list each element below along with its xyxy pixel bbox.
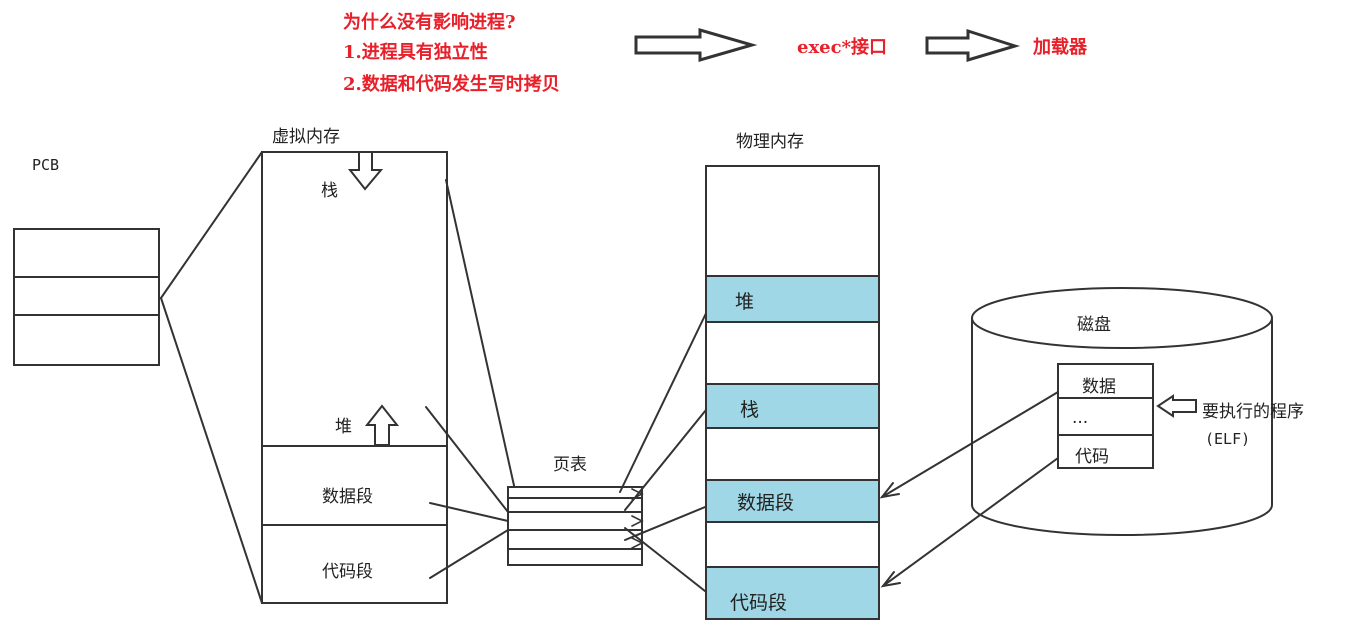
vm-heap-label: 堆 (335, 417, 352, 437)
pt-to-phys-heap-line (619, 304, 711, 493)
vm-code-segment-label: 代码段 (322, 562, 373, 582)
physical-memory-box (705, 165, 880, 620)
pcb-to-vm-line-top (160, 151, 263, 299)
pcb-box (13, 228, 160, 366)
vm-data-segment-label: 数据段 (322, 487, 373, 507)
pt-to-phys-code-line (624, 527, 711, 596)
phys-heap-label: 堆 (735, 291, 755, 313)
page-table-row-arrow-icon (631, 537, 644, 549)
vm-heap-to-pt-line (425, 406, 509, 513)
stack-grow-down-icon (347, 151, 384, 191)
disk-data-load-arrowhead-icon (879, 482, 900, 499)
disk-code-load-arrowhead-icon (880, 571, 901, 588)
pcb-to-vm-line-bottom (160, 297, 263, 604)
elf-format-label: (ELF) (1205, 430, 1251, 448)
heap-grow-up-icon (364, 404, 400, 446)
page-table-title: 页表 (553, 455, 587, 475)
page-table-box (507, 486, 644, 566)
elf-data-label: 数据 (1082, 377, 1116, 397)
disk-code-load-line (882, 457, 1059, 587)
physical-memory-title: 物理内存 (736, 132, 804, 152)
pt-to-phys-stack-line (624, 404, 711, 511)
phys-stack-label: 栈 (740, 399, 760, 421)
disk-data-load-line (881, 391, 1059, 498)
disk-title: 磁盘 (1077, 315, 1111, 335)
page-table-row-arrow-icon (631, 515, 644, 527)
note-reason-copy-on-write: 2.数据和代码发生写时拷贝 (343, 74, 560, 95)
vm-stack-label: 栈 (321, 181, 338, 201)
program-to-run-label: 要执行的程序 (1202, 402, 1304, 422)
exec-arrow-icon (634, 28, 758, 62)
note-question: 为什么没有影响进程? (343, 12, 516, 33)
note-exec-interface: exec*接口 (797, 37, 888, 58)
program-pointer-arrow-icon (1156, 394, 1197, 418)
vm-stack-to-pt-line (445, 179, 516, 491)
vm-code-to-pt-line (429, 529, 509, 579)
note-loader: 加载器 (1033, 37, 1087, 58)
virtual-memory-box (261, 151, 448, 604)
pcb-label: PCB (32, 156, 60, 174)
phys-data-segment-label: 数据段 (737, 492, 795, 514)
pt-to-phys-data-line (624, 504, 711, 541)
note-reason-independence: 1.进程具有独立性 (343, 42, 488, 63)
phys-code-segment-label: 代码段 (730, 592, 788, 614)
elf-code-label: 代码 (1075, 447, 1109, 467)
elf-ellipsis-label: ... (1072, 408, 1089, 428)
loader-arrow-icon (925, 28, 1021, 63)
vm-data-to-pt-line (429, 502, 509, 522)
elf-file-box (1057, 363, 1154, 469)
virtual-memory-title: 虚拟内存 (272, 127, 340, 147)
